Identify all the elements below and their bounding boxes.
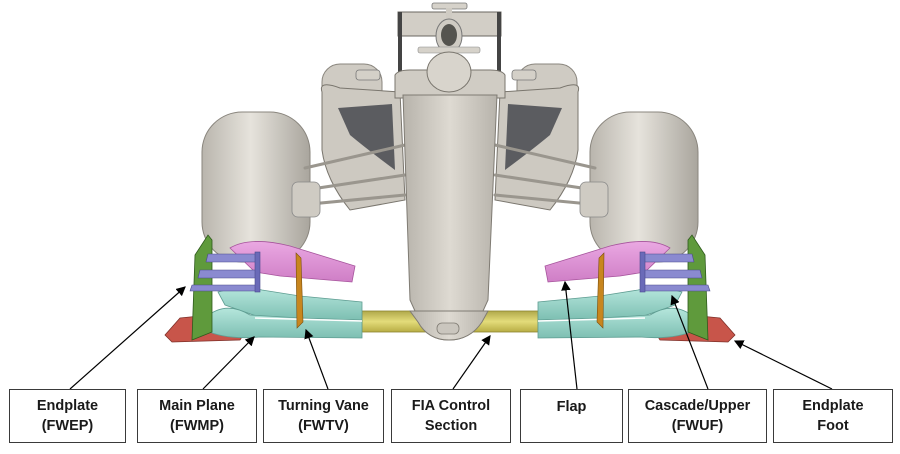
label-fia-control-line2: Section: [424, 418, 478, 434]
main-plane-right-lower: [537, 307, 696, 339]
cascade-left: [189, 251, 261, 293]
label-main-plane-line2: (FWMP): [170, 418, 224, 434]
label-cascade-upper-line1: Cascade/Upper: [644, 398, 751, 414]
turning-vane-left: [295, 252, 304, 329]
main-plane-left-lower: [204, 307, 363, 339]
label-cascade-upper-line2: (FWUF): [671, 418, 724, 434]
arrow-endplate: [69, 286, 186, 390]
label-flap-line1: Flap: [556, 399, 587, 415]
label-endplate-foot-line1: Endplate: [802, 398, 864, 414]
label-cascade-upper: Cascade/Upper (FWUF): [628, 389, 767, 443]
label-endplate-foot-line2: Foot: [817, 418, 849, 434]
label-endplate-line1: Endplate: [36, 398, 99, 414]
arrow-cascade-upper: [670, 294, 709, 390]
mirror-right: [511, 69, 537, 81]
label-endplate-foot: Endplate Foot: [773, 389, 893, 443]
label-turning-vane-line2: (FWTV): [298, 418, 349, 434]
front-wing-left: [164, 234, 363, 343]
upright-left: [291, 181, 321, 218]
arrow-fia-control: [452, 335, 491, 390]
arrow-endplate-foot: [733, 340, 833, 390]
label-endplate-line2: (FWEP): [41, 418, 94, 434]
label-turning-vane: Turning Vane (FWTV): [263, 389, 384, 443]
label-fia-control: FIA Control Section: [391, 389, 511, 443]
flap-left: [229, 241, 356, 283]
label-fia-control-line1: FIA Control: [411, 398, 491, 414]
label-turning-vane-line1: Turning Vane: [278, 398, 369, 414]
nose-tip: [436, 322, 460, 335]
turning-vane-right: [596, 252, 605, 329]
arrow-flap: [561, 280, 578, 390]
label-endplate: Endplate (FWEP): [9, 389, 126, 443]
arrow-main-plane: [202, 336, 255, 390]
flap-right: [544, 241, 671, 283]
cascade-right: [639, 251, 711, 293]
mirror-left: [355, 69, 381, 81]
upright-right: [579, 181, 609, 218]
arrow-turning-vane: [304, 328, 329, 390]
helmet: [426, 51, 472, 93]
front-wing-right: [537, 234, 736, 343]
label-flap: Flap: [520, 389, 623, 443]
label-main-plane-line1: Main Plane: [159, 398, 235, 414]
label-main-plane: Main Plane (FWMP): [137, 389, 257, 443]
nose: [402, 94, 498, 341]
